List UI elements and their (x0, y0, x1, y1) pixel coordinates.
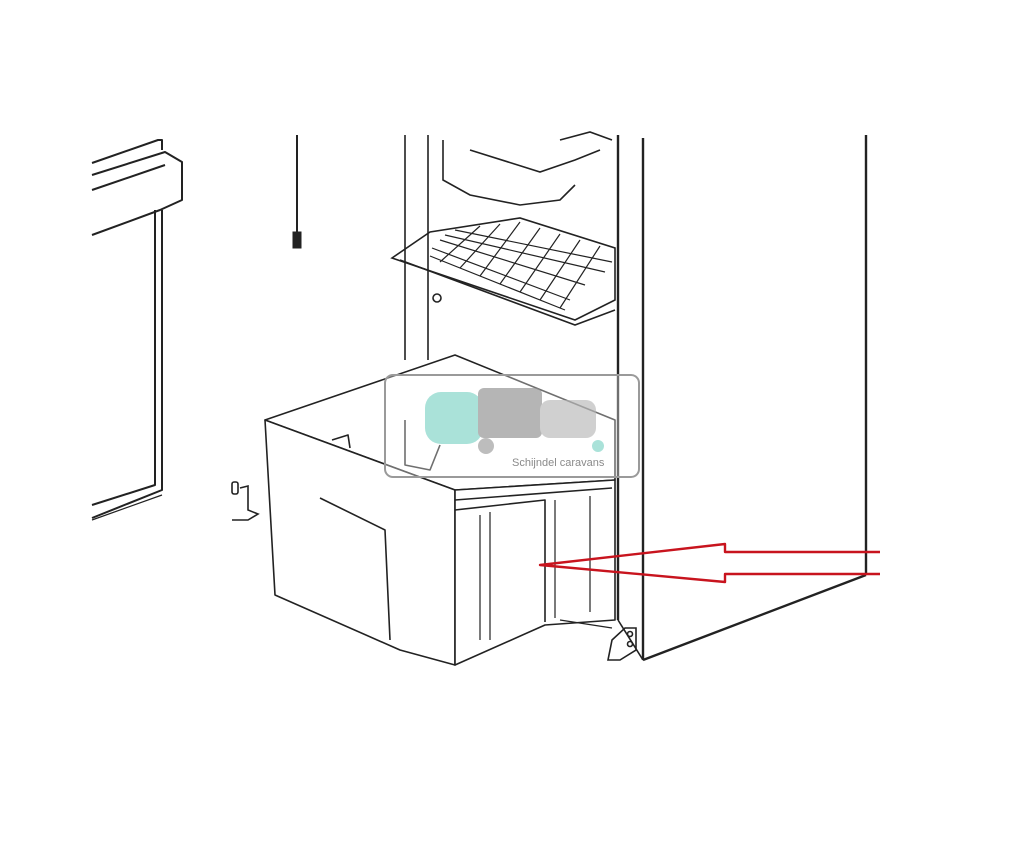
watermark: Schijndel caravans (384, 374, 640, 478)
wire-shelf (390, 217, 616, 326)
cabinet-interior (404, 131, 613, 360)
left-door (91, 139, 183, 521)
right-hinge-bracket (559, 619, 637, 661)
watermark-text: Schijndel caravans (512, 457, 605, 469)
cable (292, 135, 302, 249)
fridge-side-panel (616, 135, 868, 662)
caravan-logo (425, 388, 604, 454)
left-hinge-bracket (231, 481, 260, 521)
indicator-arrow (538, 542, 880, 584)
